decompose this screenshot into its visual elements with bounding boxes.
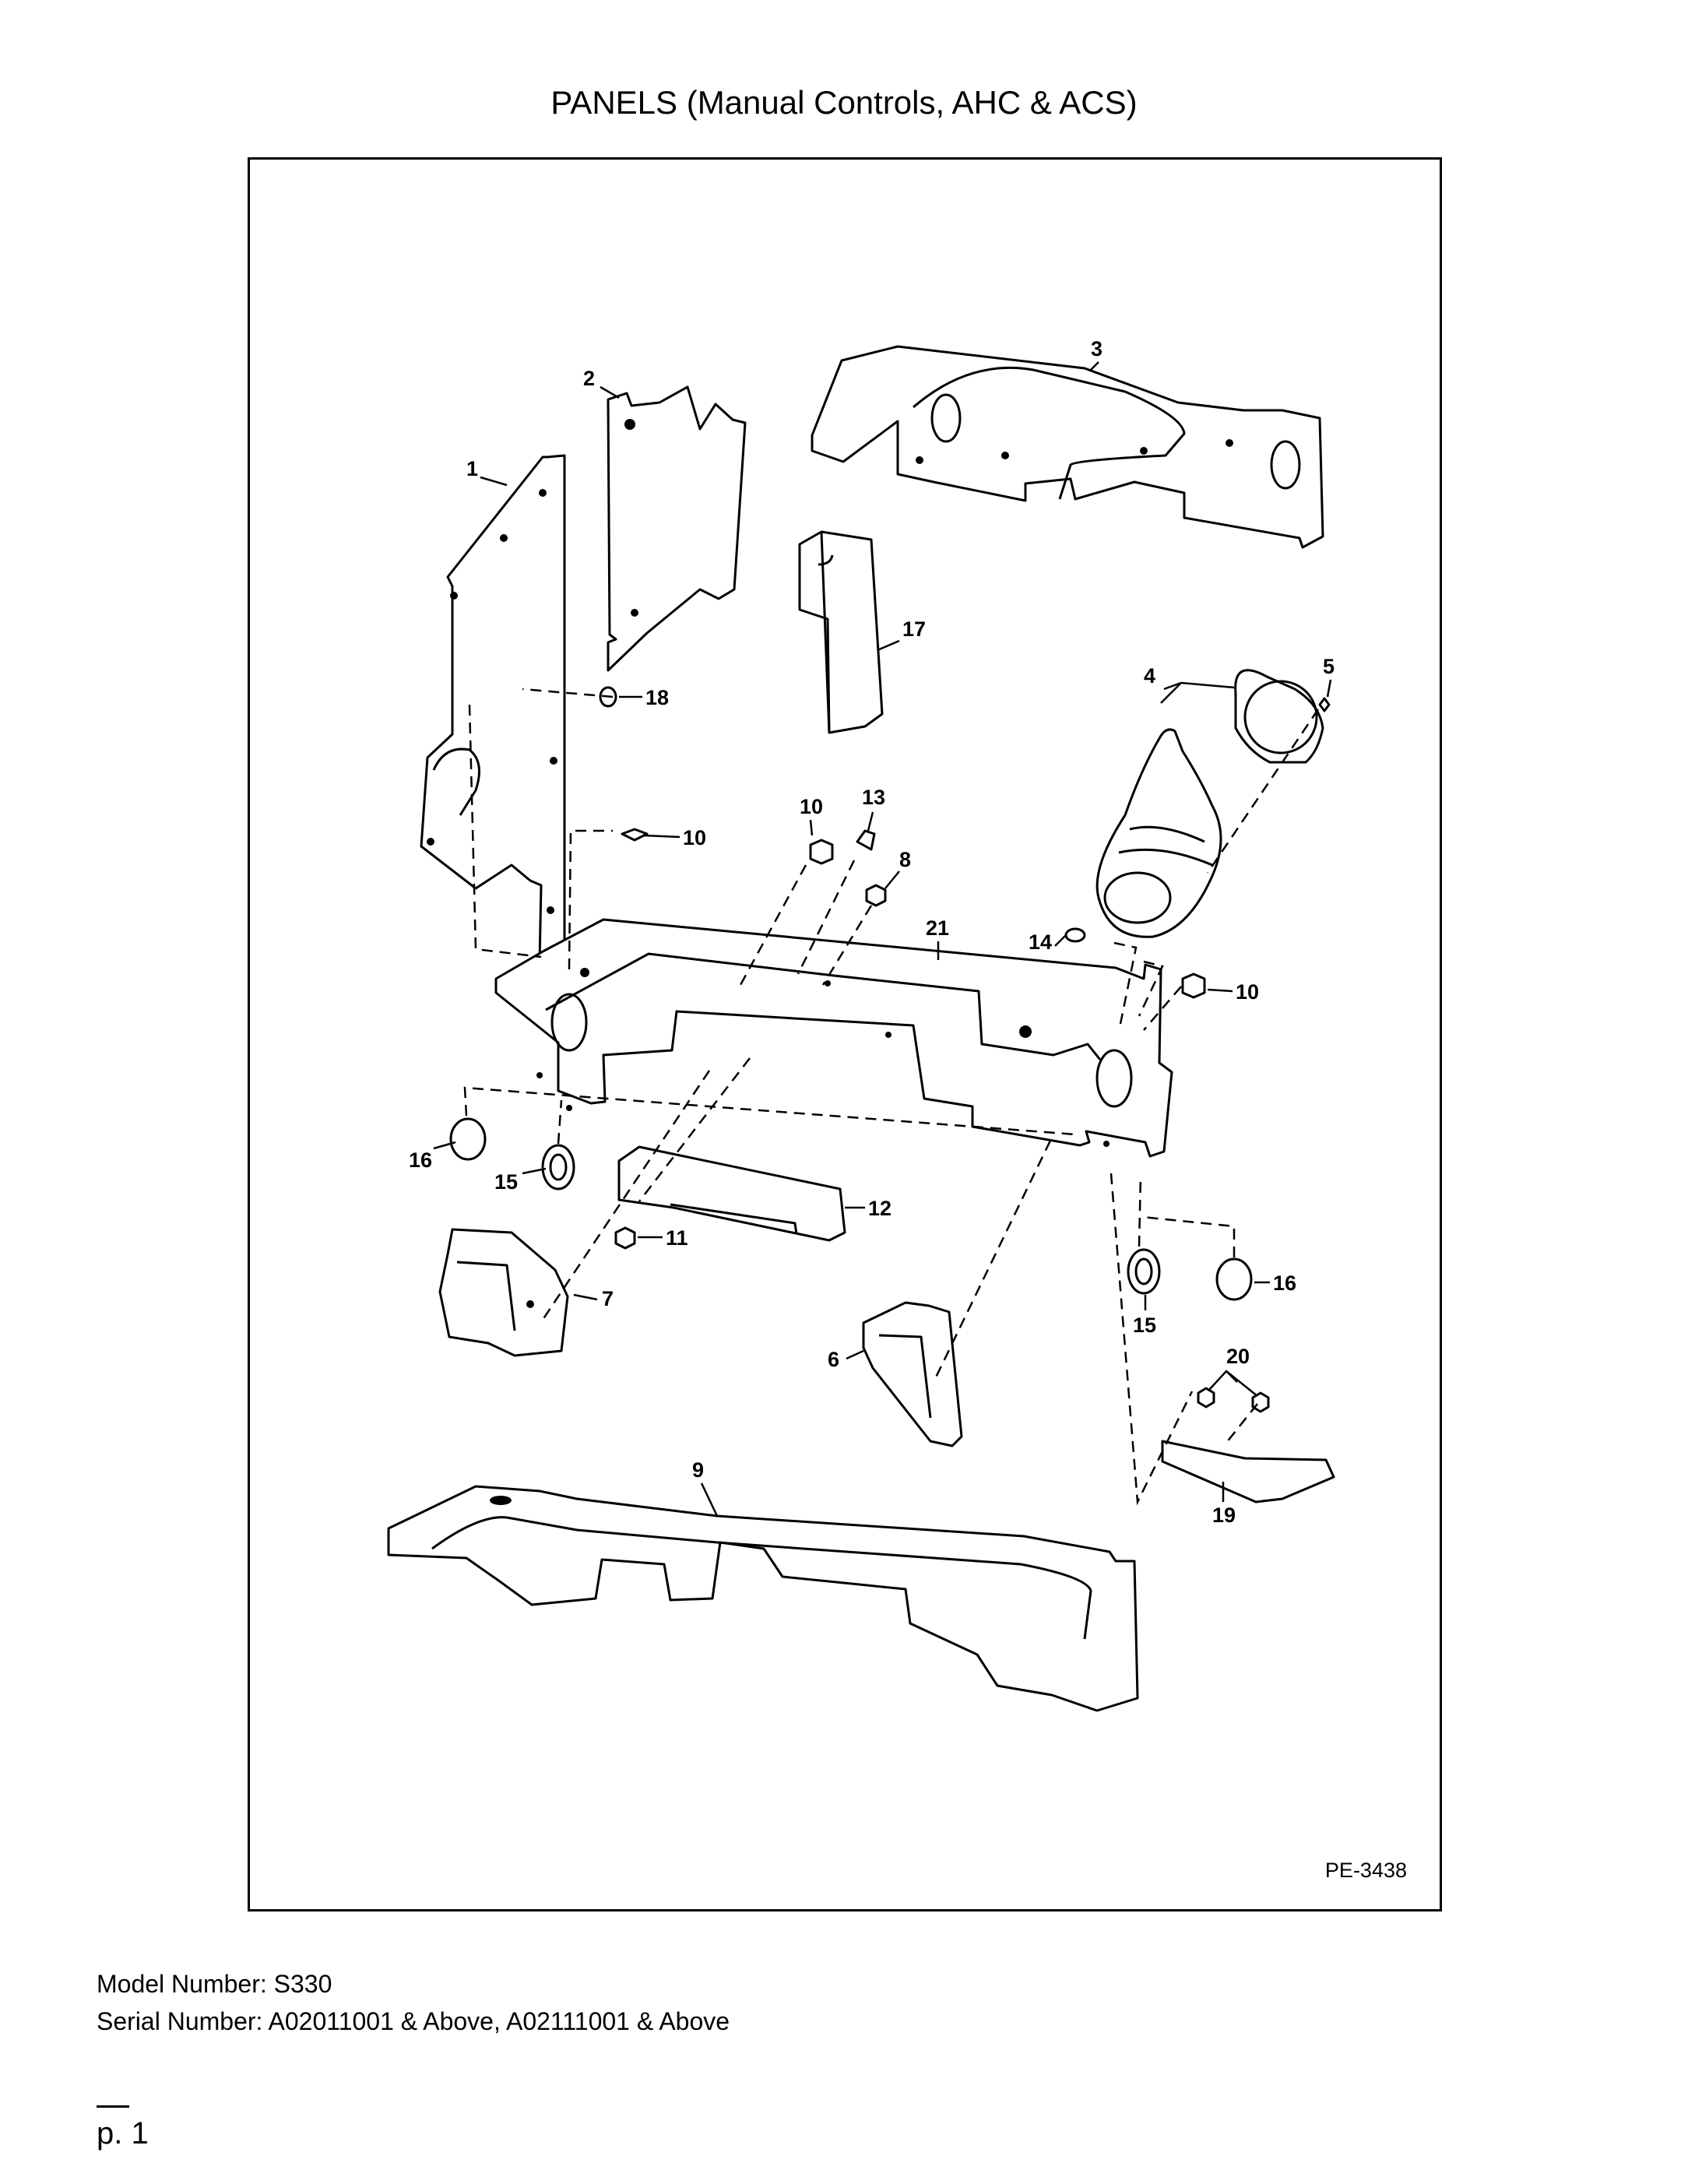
part-17-foam-block (798, 530, 884, 734)
part-12-bracket (617, 1145, 846, 1242)
part-6-bracket (862, 1301, 963, 1447)
part-21-main-panel (494, 918, 1173, 1158)
callout-16-right: 16 (1273, 1271, 1296, 1295)
part-8-nut (865, 884, 887, 907)
part-5-screw (1318, 697, 1331, 712)
leader-lines (433, 361, 1332, 1517)
callout-10-right: 10 (1236, 980, 1259, 1004)
callout-9: 9 (692, 1458, 704, 1482)
diagram-drawing: 1 2 3 4 5 6 7 8 9 10 10 10 11 12 13 14 1… (387, 337, 1335, 1712)
part-16-grommet-left (449, 1117, 487, 1161)
callout-20: 20 (1226, 1345, 1250, 1368)
callout-21: 21 (926, 916, 949, 940)
callout-4: 4 (1144, 664, 1155, 688)
callout-15-left: 15 (494, 1170, 518, 1194)
callout-19: 19 (1212, 1503, 1236, 1527)
part-20-nuts (1197, 1387, 1270, 1413)
page-number: p. 1 (97, 2116, 149, 2151)
callout-5: 5 (1323, 655, 1335, 678)
part-7-bracket (438, 1228, 569, 1357)
callout-17: 17 (902, 617, 926, 641)
callout-13: 13 (862, 786, 885, 809)
callout-11: 11 (666, 1226, 688, 1250)
callout-7: 7 (602, 1287, 614, 1310)
part-15-grommet-right (1127, 1248, 1161, 1295)
part-15-grommet-left (541, 1144, 575, 1190)
part-19-plate (1161, 1440, 1335, 1503)
callout-10-left: 10 (683, 826, 706, 849)
part-10-bolts (621, 828, 1206, 999)
part-4-boot-assembly (1095, 669, 1324, 938)
part-9-lower-panel (387, 1485, 1139, 1712)
page-number-rule (97, 2105, 129, 2108)
part-13-screw (856, 829, 876, 851)
page-title: PANELS (Manual Controls, AHC & ACS) (550, 84, 1138, 121)
callout-numbers: 1 2 3 4 5 6 7 8 9 10 10 10 11 12 13 14 1… (409, 337, 1335, 1527)
part-1-left-side-panel (420, 454, 566, 976)
callout-6: 6 (828, 1348, 839, 1371)
callout-1: 1 (466, 457, 478, 480)
part-16-grommet-right (1215, 1257, 1253, 1301)
figure-code: PE-3438 (1324, 1859, 1407, 1882)
callout-12: 12 (868, 1197, 891, 1220)
serial-number: Serial Number: A02011001 & Above, A02111… (97, 2007, 730, 2035)
callout-3: 3 (1091, 337, 1102, 360)
callout-2: 2 (583, 367, 595, 390)
part-3-upper-panel (811, 345, 1324, 549)
callout-18: 18 (645, 686, 669, 709)
callout-16-left: 16 (409, 1148, 432, 1172)
part-14-cap (1064, 927, 1086, 943)
callout-8: 8 (899, 848, 911, 871)
part-11-nut (614, 1226, 636, 1250)
dashed-assembly-lines (463, 688, 1320, 1506)
callout-15-right: 15 (1133, 1314, 1156, 1337)
model-number: Model Number: S330 (97, 1970, 332, 1998)
callout-10-center: 10 (800, 795, 823, 818)
exploded-parts-diagram: 1 2 3 4 5 6 7 8 9 10 10 10 11 12 13 14 1… (248, 157, 1442, 1911)
part-2-insulation-panel (607, 385, 747, 672)
callout-14: 14 (1029, 930, 1052, 954)
